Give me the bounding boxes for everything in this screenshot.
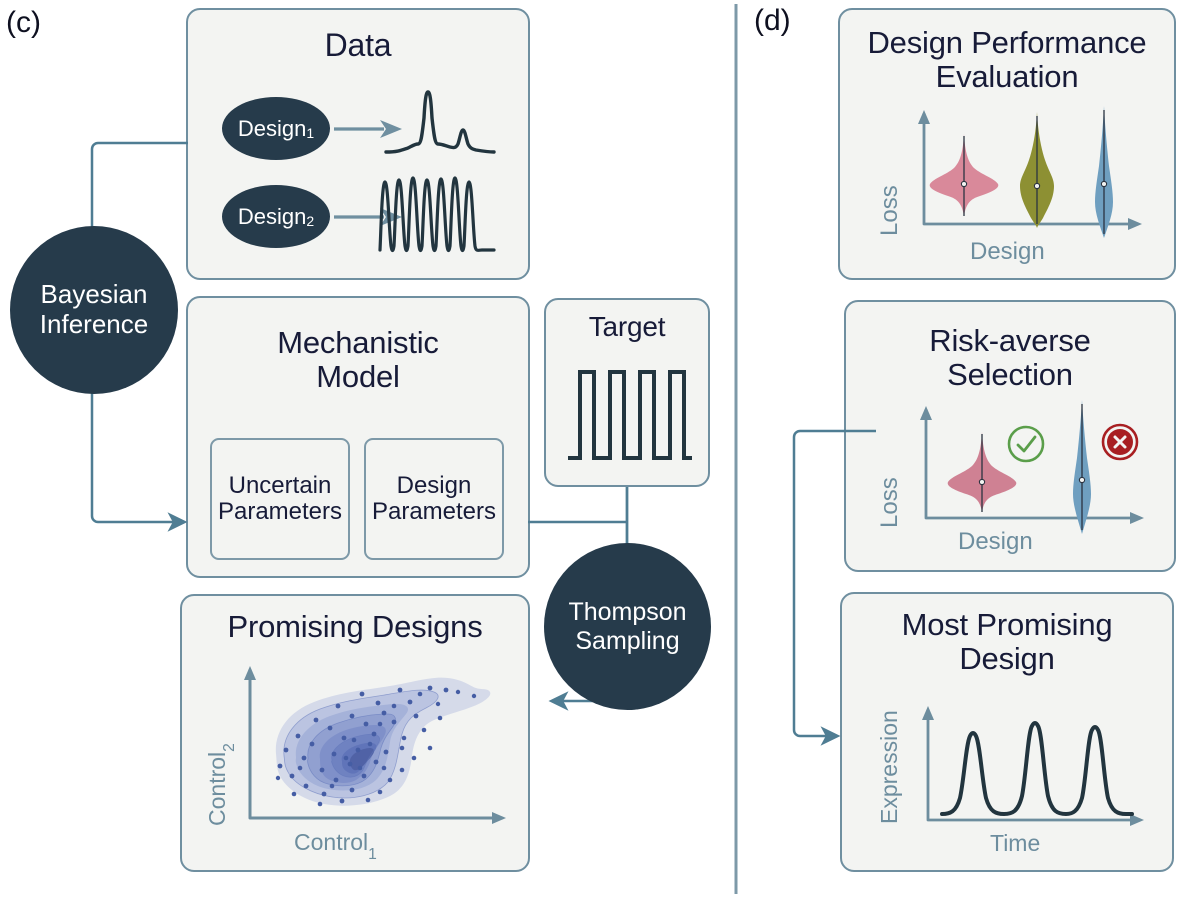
risk-ylabel: Loss <box>876 477 903 528</box>
most-promising-xlabel: Time <box>990 830 1041 856</box>
caption-d: (d) <box>754 4 791 37</box>
violin-selected <box>947 432 1017 512</box>
design1-arrow <box>334 120 402 138</box>
ylabel-text: Control <box>204 751 230 826</box>
most-promising-title-line2: Design <box>959 641 1055 677</box>
design-parameters-line1: Design <box>396 472 472 500</box>
most-promising-title-line1: Most Promising <box>901 607 1113 642</box>
performance-title-line2: Evaluation <box>935 59 1079 95</box>
xlabel-sub: 1 <box>368 845 377 863</box>
panel-promising-designs-title: Promising Designs <box>227 609 483 644</box>
promising-designs-ylabel: Control2 <box>204 743 238 826</box>
design2-trace <box>378 176 496 253</box>
violin-design-b <box>1020 112 1054 228</box>
caption-c: (c) <box>6 6 41 39</box>
panel-target-title: Target <box>588 311 666 342</box>
design2-label: Design <box>237 203 307 229</box>
panel-design-performance-evaluation[interactable]: Design Performance Evaluation Loss Desig… <box>838 8 1176 280</box>
violin-rejected <box>1073 400 1091 534</box>
check-circle-icon <box>1007 425 1045 463</box>
design1-label: Design <box>237 115 307 141</box>
panel-data-title: Data <box>324 27 392 63</box>
panel-most-promising-design[interactable]: Most Promising Design Expression Time <box>840 592 1174 872</box>
promising-designs-xlabel: Control1 <box>294 829 377 863</box>
panel-model-title-line2: Model <box>316 359 400 395</box>
panel-promising-designs[interactable]: Promising Designs Control2 Control1 <box>180 594 530 872</box>
thompson-line1: Thompson <box>568 598 687 626</box>
risk-xlabel: Design <box>958 528 1033 555</box>
performance-xlabel: Design <box>970 238 1045 265</box>
panel-most-promising-title: Most Promising Design <box>842 607 1172 677</box>
risk-violin-plot <box>920 400 1144 534</box>
design-parameters-line2: Parameters <box>371 498 497 525</box>
risk-title-line1: Risk-averse <box>929 323 1091 358</box>
risk-title-line2: Selection <box>947 357 1073 393</box>
design2-subscript: 2 <box>306 212 315 229</box>
most-promising-trace-plot <box>922 706 1144 826</box>
performance-ylabel: Loss <box>876 185 903 236</box>
design1-subscript: 1 <box>306 124 315 141</box>
performance-violin-plot <box>918 106 1142 238</box>
uncertain-parameters-line2: Parameters <box>217 498 343 525</box>
design1-trace <box>384 90 496 154</box>
x-circle-icon <box>1101 423 1139 461</box>
panel-performance-title: Design Performance Evaluation <box>840 25 1174 95</box>
bayesian-line1: Bayesian <box>40 279 148 310</box>
thompson-line2: Sampling <box>575 626 680 655</box>
panel-model-title-line1: Mechanistic <box>277 325 439 360</box>
most-promising-ylabel: Expression <box>876 710 902 824</box>
promising-designs-kde-plot <box>244 666 506 824</box>
performance-title-line1: Design Performance <box>867 25 1147 60</box>
panel-risk-averse-selection[interactable]: Risk-averse Selection Loss Design <box>844 300 1176 572</box>
bayesian-line2: Inference <box>39 309 149 339</box>
xlabel-text: Control <box>294 829 369 855</box>
panel-target[interactable]: Target <box>544 298 710 487</box>
panel-risk-title: Risk-averse Selection <box>846 323 1174 393</box>
violin-design-a <box>929 134 999 216</box>
violin-design-c <box>1095 106 1113 238</box>
uncertain-parameters-line1: Uncertain <box>228 472 332 500</box>
panel-model-title: Mechanistic Model <box>188 325 528 395</box>
target-square-wave-trace <box>568 370 692 460</box>
design2-arrow <box>334 208 402 226</box>
